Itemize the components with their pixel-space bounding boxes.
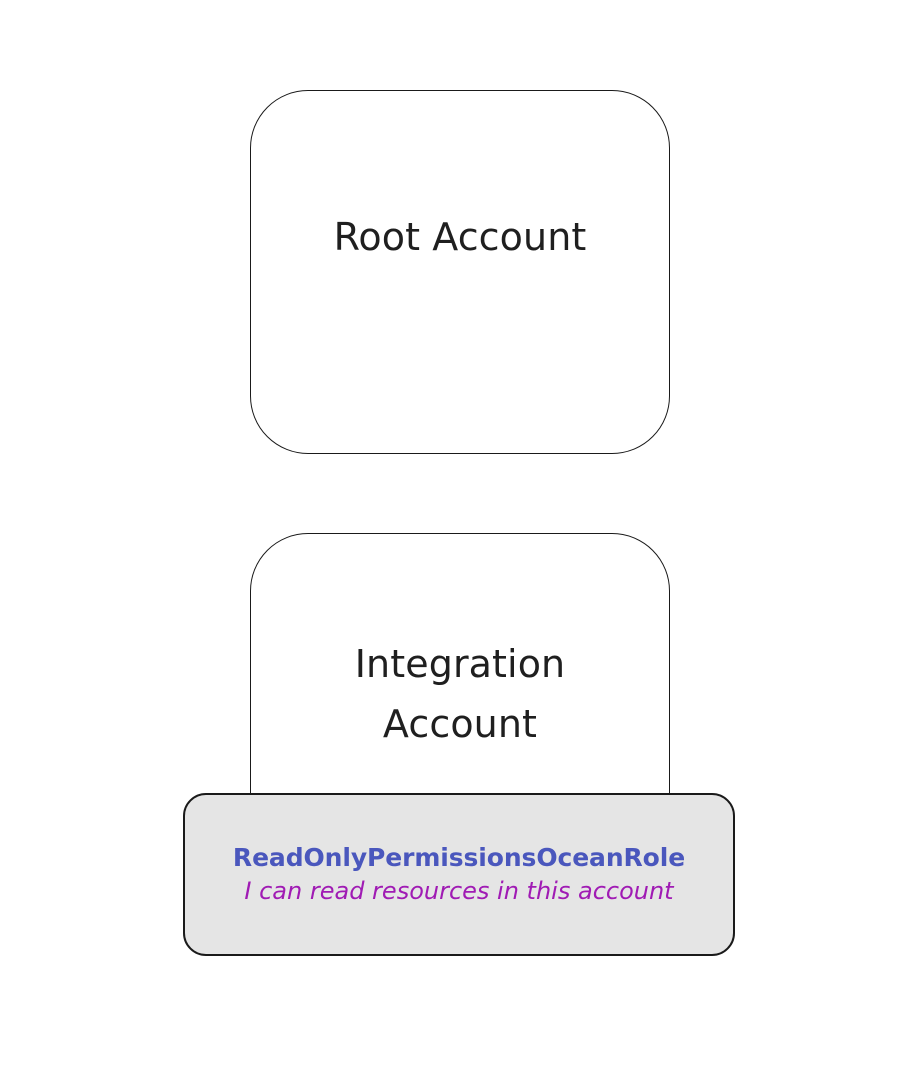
- root-account-box[interactable]: Root Account: [250, 90, 670, 454]
- role-name: ReadOnlyPermissionsOceanRole: [232, 843, 686, 873]
- integration-account-label: Integration Account: [354, 642, 566, 747]
- role-card[interactable]: ReadOnlyPermissionsOceanRole I can read …: [183, 793, 735, 956]
- role-description: I can read resources in this account: [244, 876, 674, 905]
- root-account-label: Root Account: [333, 215, 587, 259]
